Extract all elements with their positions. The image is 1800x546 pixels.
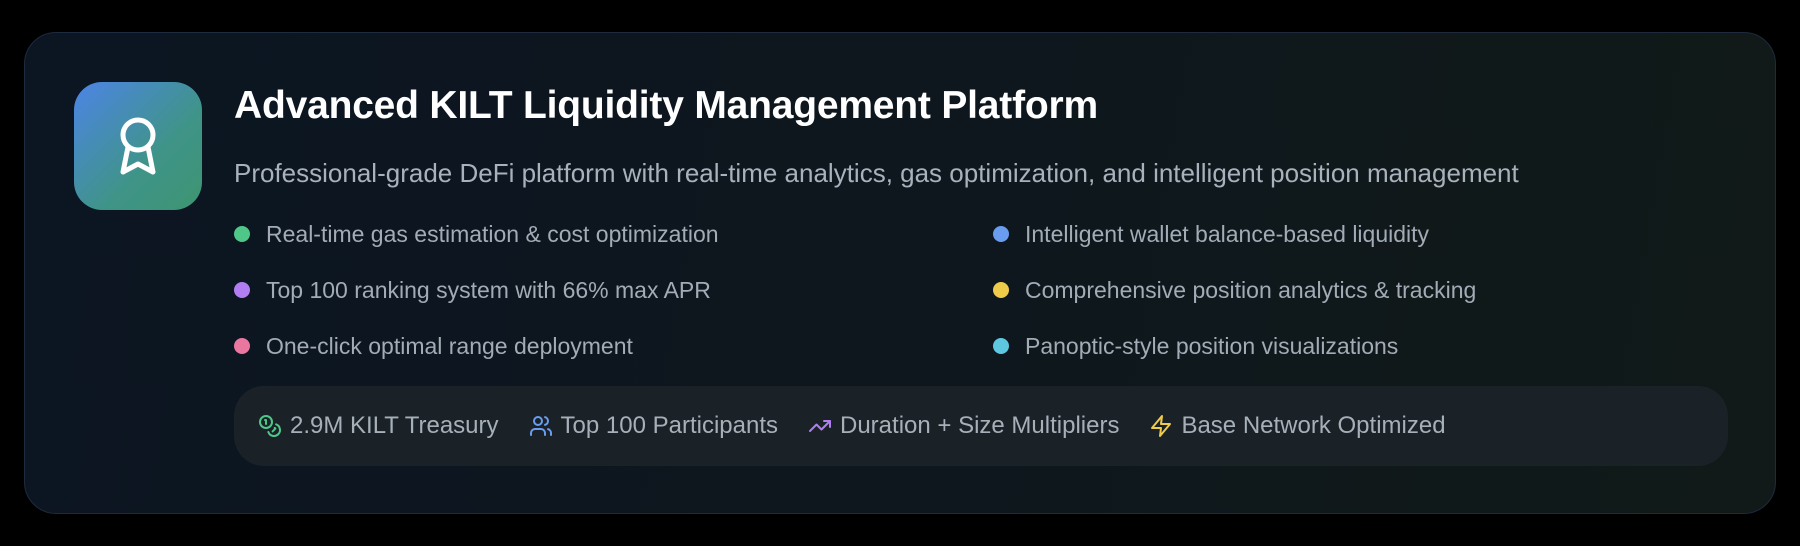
- coins-icon: [259, 415, 281, 437]
- feature-item-ranking-system: Top 100 ranking system with 66% max APR: [234, 275, 711, 305]
- stat-label: Duration + Size Multipliers: [840, 412, 1120, 439]
- feature-dot: [234, 338, 250, 354]
- page-title: Advanced KILT Liquidity Management Platf…: [234, 84, 1098, 127]
- users-icon: [529, 416, 552, 436]
- feature-item-wallet-liquidity: Intelligent wallet balance-based liquidi…: [993, 219, 1429, 249]
- feature-item-position-analytics: Comprehensive position analytics & track…: [993, 275, 1476, 305]
- feature-label: One-click optimal range deployment: [266, 332, 633, 359]
- feature-dot: [993, 282, 1009, 298]
- lightning-icon: [1151, 415, 1172, 437]
- stat-label: 2.9M KILT Treasury: [290, 412, 499, 439]
- platform-badge: [74, 82, 202, 210]
- feature-dot: [234, 282, 250, 298]
- feature-item-range-deployment: One-click optimal range deployment: [234, 331, 633, 361]
- stat-multipliers: Duration + Size Multipliers: [808, 412, 1119, 440]
- stat-label: Top 100 Participants: [560, 412, 778, 439]
- page-subtitle: Professional-grade DeFi platform with re…: [234, 158, 1519, 188]
- feature-item-position-visualizations: Panoptic-style position visualizations: [993, 331, 1398, 361]
- feature-label: Panoptic-style position visualizations: [1025, 332, 1399, 359]
- feature-label: Top 100 ranking system with 66% max APR: [266, 276, 711, 303]
- stats-bar: 2.9M KILT Treasury Top 100 Participants …: [234, 386, 1728, 466]
- stat-treasury: 2.9M KILT Treasury: [258, 412, 499, 440]
- feature-label: Comprehensive position analytics & track…: [1025, 276, 1477, 303]
- feature-label: Real-time gas estimation & cost optimiza…: [266, 220, 719, 247]
- stat-participants: Top 100 Participants: [529, 412, 778, 440]
- stat-label: Base Network Optimized: [1181, 412, 1446, 439]
- award-ribbon-icon: [120, 117, 156, 175]
- feature-item-gas-estimation: Real-time gas estimation & cost optimiza…: [234, 219, 719, 249]
- feature-dot: [993, 226, 1009, 242]
- feature-label: Intelligent wallet balance-based liquidi…: [1025, 220, 1430, 247]
- feature-dot: [993, 338, 1009, 354]
- stat-network: Base Network Optimized: [1149, 412, 1446, 440]
- trending-up-icon: [809, 420, 831, 432]
- feature-dot: [234, 226, 250, 242]
